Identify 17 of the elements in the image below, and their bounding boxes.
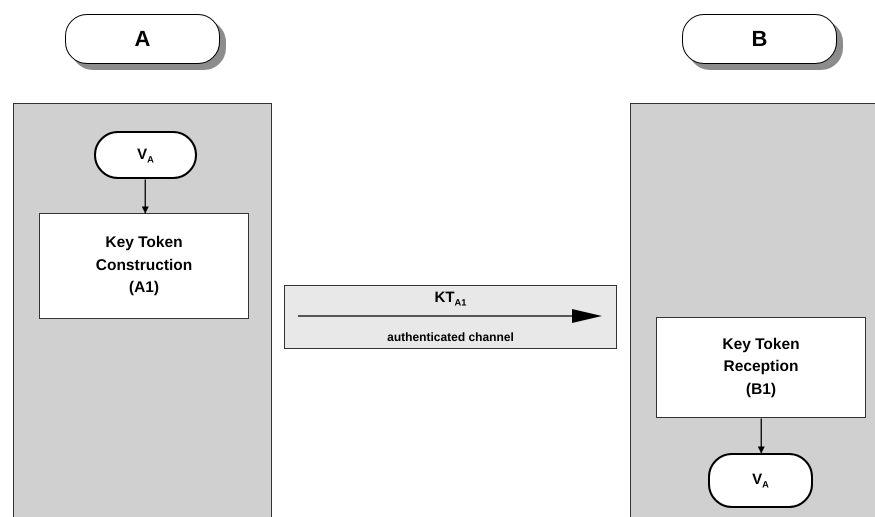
channel-box: [284, 285, 617, 349]
message-label: KT$_{A1}$: [434, 289, 466, 306]
lane-panel: [630, 103, 875, 517]
actor-label: B: [752, 26, 768, 52]
arrow: [142, 180, 149, 214]
arrow: [758, 418, 765, 454]
variable-label: V$_{A}$: [137, 146, 154, 164]
variable-label: V$_{A}$: [752, 471, 769, 490]
process-label: Key Token Construction (A1): [94, 233, 194, 298]
lane-panel: [13, 103, 272, 517]
process-label: Key Token Reception (B1): [721, 334, 801, 400]
process-box: [656, 317, 866, 418]
terminal-pill: [94, 131, 197, 179]
channel-label: authenticated channel: [387, 330, 514, 344]
terminal-pill: [708, 453, 813, 508]
process-box: [39, 213, 249, 319]
actor-label: A: [134, 26, 150, 52]
